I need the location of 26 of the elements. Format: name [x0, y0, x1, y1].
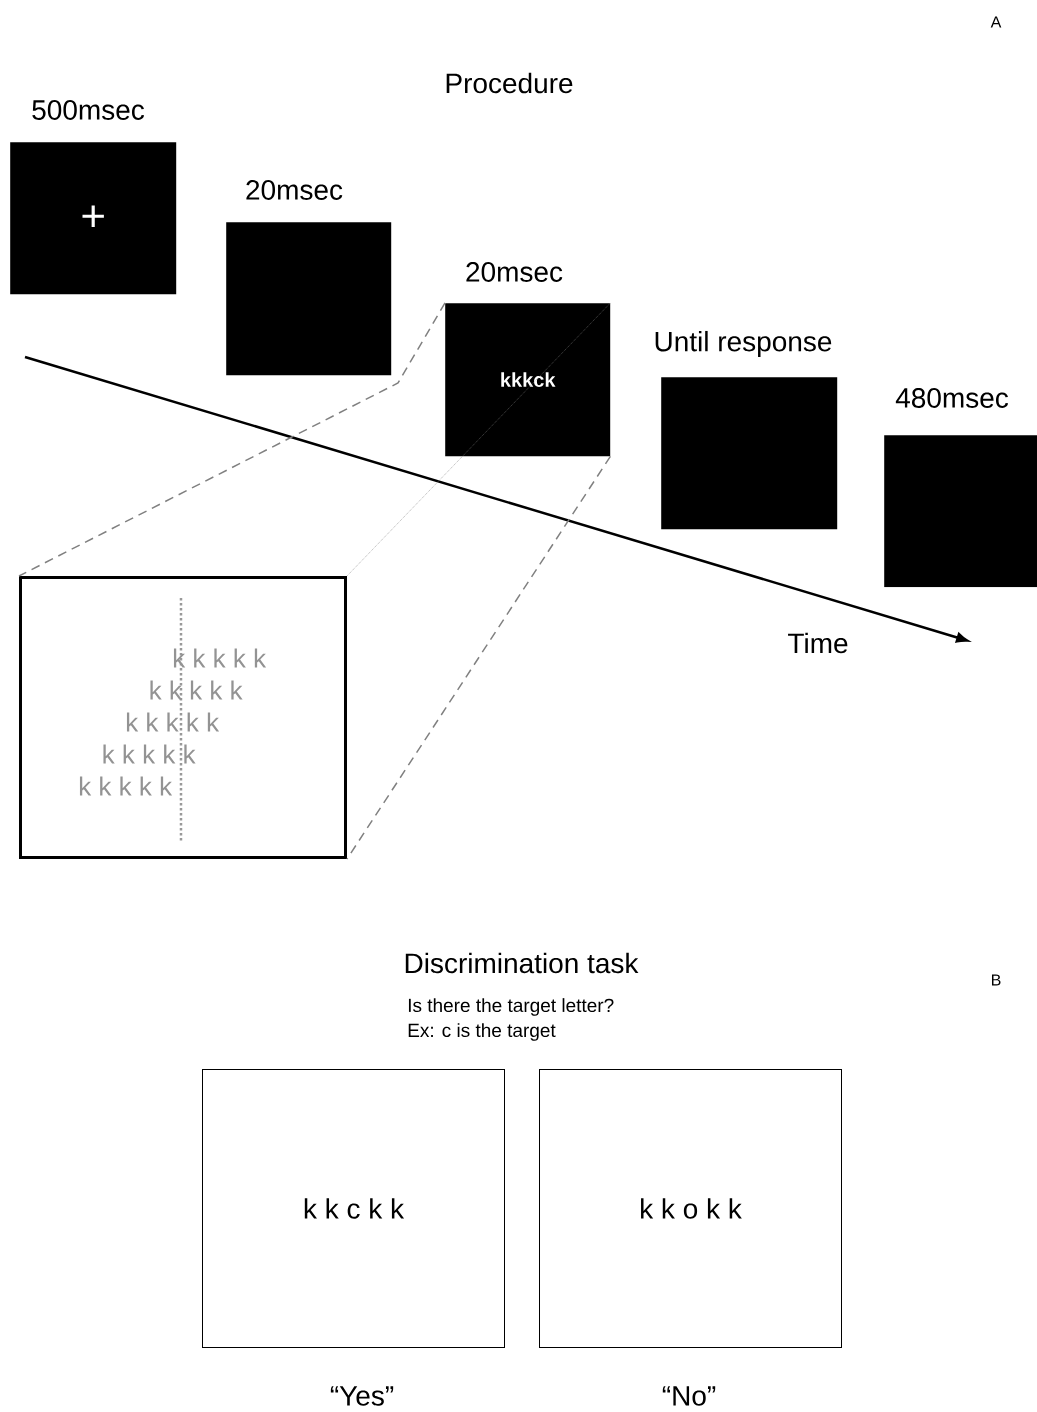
letter-row: k k k k k — [79, 776, 173, 796]
screen-box: + — [10, 142, 177, 295]
duration-label: 20msec — [246, 180, 343, 200]
title: Procedure — [446, 72, 573, 94]
screen-box: kkkck — [445, 303, 611, 457]
answer-label: “No” — [662, 1386, 716, 1406]
letter-row: k k k k k — [150, 680, 243, 700]
instruction-text: Is there the target letter? — [408, 998, 614, 1016]
axis-label: Time — [788, 632, 848, 654]
panel-letter: A — [990, 16, 1002, 28]
letter-row: k k k k k — [126, 712, 220, 732]
zoom-guide-line — [346, 302, 611, 577]
panel-letter: B — [992, 974, 1001, 986]
zoom-guide-line — [346, 455, 612, 860]
letter-row: k k k k k — [103, 744, 196, 764]
duration-label: Until response — [655, 330, 832, 358]
duration-label: 500msec — [32, 100, 145, 120]
answer-label: “Yes” — [330, 1386, 394, 1406]
instruction-text: Ex: c is the target — [408, 1023, 556, 1041]
duration-label: 480msec — [895, 388, 1009, 408]
zoom-guide-line — [18, 302, 446, 577]
section-heading: Discrimination task — [405, 952, 639, 974]
duration-label: 20msec — [466, 262, 563, 282]
stimulus-card: k k c k k — [202, 1069, 505, 1348]
letter-row: k k k k k — [173, 648, 267, 668]
stimulus-card: k k o k k — [539, 1069, 842, 1348]
